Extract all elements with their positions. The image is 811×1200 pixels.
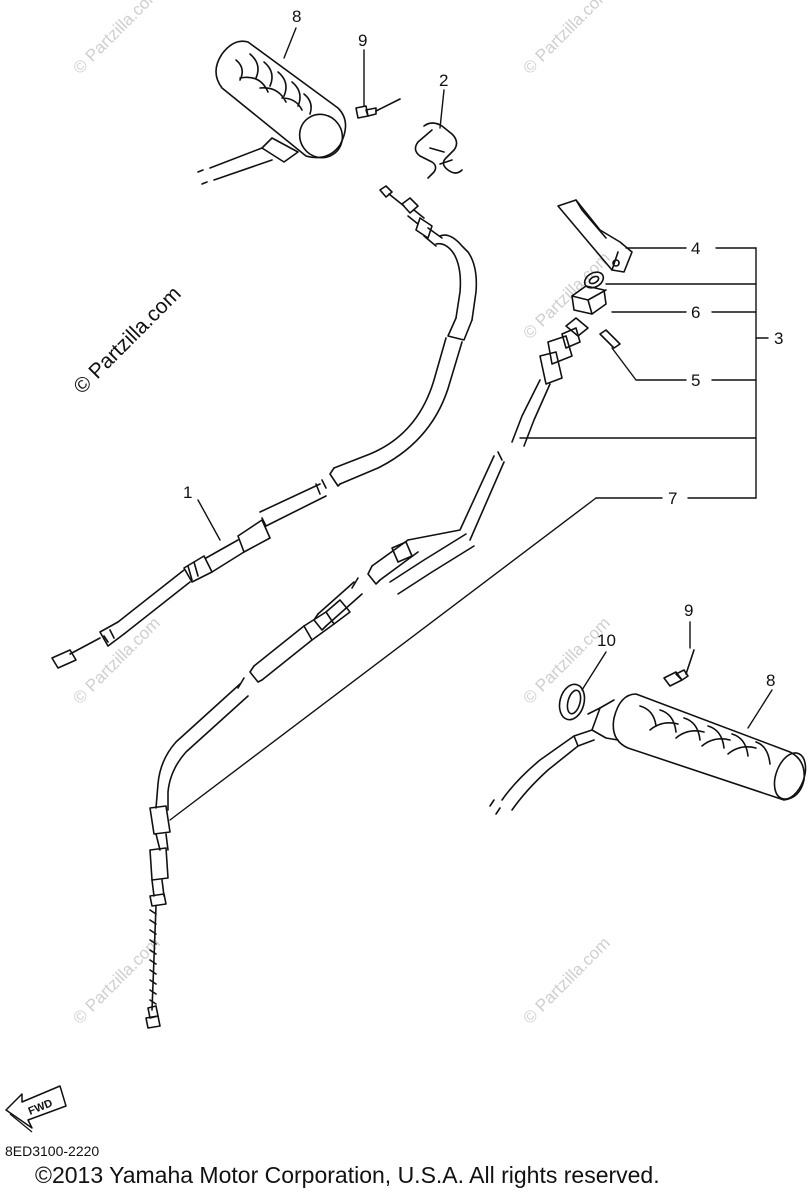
callout-3: 3 [774, 329, 783, 348]
callout-9-bottom: 9 [684, 601, 693, 620]
callout-5: 5 [691, 371, 700, 390]
ring [558, 683, 586, 721]
top-screw [355, 98, 401, 119]
watermark: © Partzilla.com [69, 613, 163, 707]
watermark: © Partzilla.com [519, 248, 613, 342]
watermark: © Partzilla.com [519, 933, 613, 1027]
part-code: 8ED3100-2220 [5, 1143, 100, 1159]
leader-lines [169, 27, 773, 821]
clip [414, 122, 463, 179]
top-grip [197, 40, 347, 185]
watermark: © Partzilla.com [69, 0, 163, 78]
cable-1 [51, 185, 478, 669]
callout-labels: 8 9 2 4 6 3 5 1 7 9 10 8 [183, 7, 783, 690]
fwd-arrow-icon: FWD [5, 1085, 67, 1133]
callout-10: 10 [597, 631, 616, 650]
callout-8-bottom: 8 [766, 671, 775, 690]
callout-8-top: 8 [292, 7, 301, 26]
callout-2: 2 [439, 71, 448, 90]
callout-7: 7 [668, 489, 677, 508]
watermark-main: © Partzilla.com [69, 282, 185, 398]
watermark: © Partzilla.com [519, 613, 613, 707]
throttle-lever-assembly [511, 199, 633, 447]
callout-9-top: 9 [358, 31, 367, 50]
cable-7 [145, 451, 505, 1029]
bottom-screw [663, 649, 695, 687]
callout-1: 1 [183, 483, 192, 502]
callout-6: 6 [691, 303, 700, 322]
callout-4: 4 [691, 239, 700, 258]
bottom-grip [489, 693, 807, 815]
copyright-notice: ©2013 Yamaha Motor Corporation, U.S.A. A… [35, 1162, 660, 1188]
watermark: © Partzilla.com [519, 0, 613, 78]
